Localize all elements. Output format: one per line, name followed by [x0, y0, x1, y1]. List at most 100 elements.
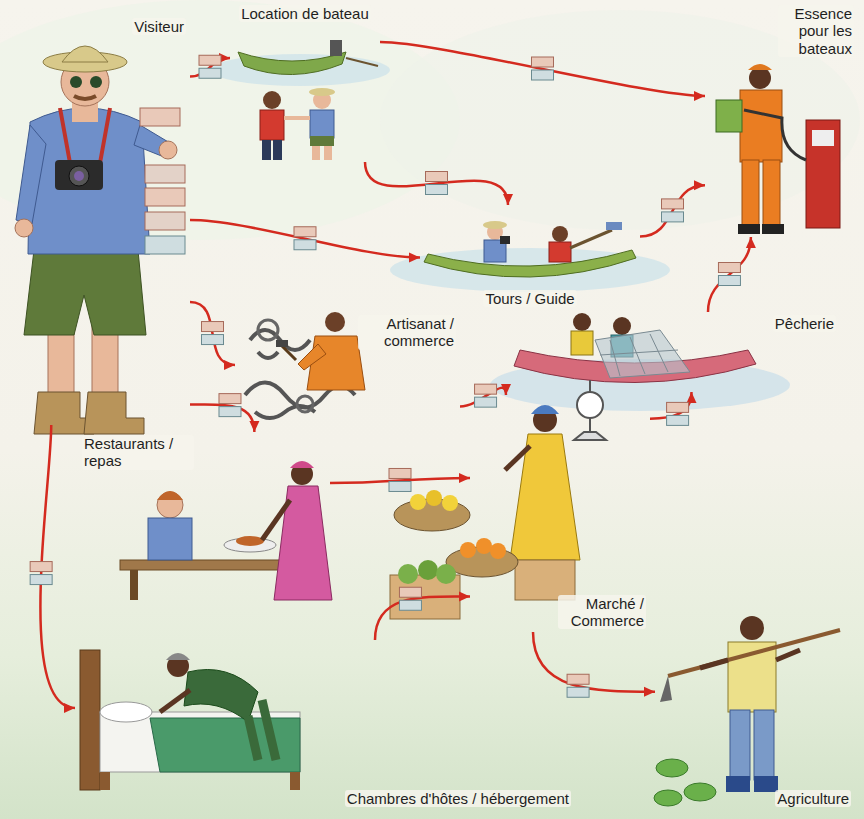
money-flow-arrow — [190, 53, 230, 78]
restaurant-scene-part — [262, 500, 290, 540]
banknote-icon — [399, 600, 421, 610]
banknote-icon — [399, 587, 421, 610]
money-flow-arrow — [375, 587, 470, 640]
market-scene-part — [505, 446, 530, 470]
flow-connector — [708, 237, 751, 312]
banknote-bundle-part — [145, 212, 185, 230]
visitor-figure-part — [159, 141, 177, 159]
banknote-icon — [662, 199, 684, 222]
banknote-icon — [30, 562, 52, 572]
banknote-icon — [199, 55, 221, 78]
visitor-figure-part — [62, 46, 108, 62]
flow-connector — [650, 392, 692, 419]
restaurant-scene-part — [148, 518, 192, 560]
rental-boat — [238, 40, 378, 160]
banknote-icon — [532, 70, 554, 80]
scene-label: Artisanat / commerce — [358, 315, 456, 350]
rental-boat-part — [346, 58, 378, 66]
banknote-icon — [718, 263, 740, 286]
scene-label: Visiteur — [132, 18, 186, 35]
guesthouse-scene-part — [290, 772, 300, 790]
craftsman-part — [298, 344, 326, 370]
money-flow-arrow — [190, 394, 259, 432]
arrowhead — [459, 591, 470, 601]
banknote-icon — [294, 227, 316, 237]
rental-boat-part — [260, 110, 284, 140]
rental-boat-part — [310, 110, 334, 138]
money-flow-arrow — [30, 425, 75, 713]
tour-canoe-part — [424, 250, 636, 277]
arrowhead — [503, 194, 513, 205]
visitor-figure-part — [69, 166, 89, 186]
craftsman-part — [276, 340, 288, 347]
guesthouse-scene-part — [100, 772, 110, 790]
rental-boat-part — [273, 140, 282, 160]
banknote-icon — [567, 674, 589, 684]
banknote-icon — [662, 199, 684, 209]
guesthouse-scene — [80, 650, 300, 790]
flow-connector — [190, 220, 420, 258]
scene-node: Tours / Guide — [420, 205, 640, 310]
scene-label: Chambres d'hôtes / hébergement — [345, 790, 571, 807]
market-scene-part — [589, 380, 591, 392]
scene-label: Agriculture — [775, 790, 851, 807]
banknote-icon — [389, 468, 411, 491]
banknote-icon — [199, 68, 221, 78]
money-flow-arrow — [330, 468, 470, 491]
scene-node: Chambres d'hôtes / hébergement — [75, 640, 575, 810]
fishing-boat-part — [573, 313, 591, 331]
scene-node: Essence pour les bateaux — [705, 2, 858, 237]
rental-boat-part — [312, 146, 320, 160]
banknote-icon — [475, 397, 497, 407]
money-flow-arrow — [380, 42, 705, 101]
banknote-bundle-part — [140, 108, 180, 126]
banknote-icon — [202, 322, 224, 345]
arrowhead — [694, 91, 705, 101]
scene-node: Location de bateau — [230, 2, 380, 162]
visitor-figure-part — [55, 160, 103, 190]
fishing-boat-part — [595, 330, 690, 378]
flow-connector — [640, 185, 705, 236]
tour-canoe-part — [552, 226, 568, 242]
fishing-boat-part — [571, 331, 593, 355]
visitor-figure-part — [70, 76, 82, 88]
scene-label: Restaurants / repas — [82, 435, 194, 470]
banknote-icon — [202, 322, 224, 332]
arrowhead — [409, 253, 420, 263]
restaurant-scene-part — [130, 570, 138, 600]
flow-connector — [375, 596, 470, 640]
banknote-icon — [662, 212, 684, 222]
craftsman-part — [325, 312, 345, 332]
market-scene-part — [577, 392, 603, 418]
flow-connector — [380, 42, 705, 96]
fuel-attendant-part — [763, 160, 780, 226]
market-scene-part — [436, 564, 456, 584]
guesthouse-scene-part — [184, 670, 258, 723]
tour-canoe-part — [483, 221, 507, 229]
fuel-attendant-part — [744, 110, 806, 160]
scene-label: Essence pour les bateaux — [778, 5, 854, 57]
arrowhead — [746, 237, 756, 248]
banknote-icon — [532, 57, 554, 80]
banknote-bundle-part — [145, 188, 185, 206]
banknote-icon — [399, 587, 421, 597]
banknote-icon — [567, 687, 589, 697]
restaurant-scene — [120, 461, 332, 600]
banknote-icon — [718, 263, 740, 273]
arrowhead — [644, 687, 655, 697]
flow-connector — [533, 632, 655, 692]
restaurant-scene-part — [157, 491, 183, 500]
tour-canoe — [424, 221, 636, 277]
fishing-boat — [514, 313, 756, 383]
scene-node: Agriculture — [655, 595, 855, 810]
banknote-icon — [30, 562, 52, 585]
banknote-icon — [294, 227, 316, 250]
arrowhead — [687, 392, 697, 403]
money-flow-arrow — [650, 392, 697, 425]
farmer-scene-part — [754, 710, 774, 780]
farmer-scene-part — [730, 710, 750, 780]
tour-canoe-part — [549, 242, 571, 262]
